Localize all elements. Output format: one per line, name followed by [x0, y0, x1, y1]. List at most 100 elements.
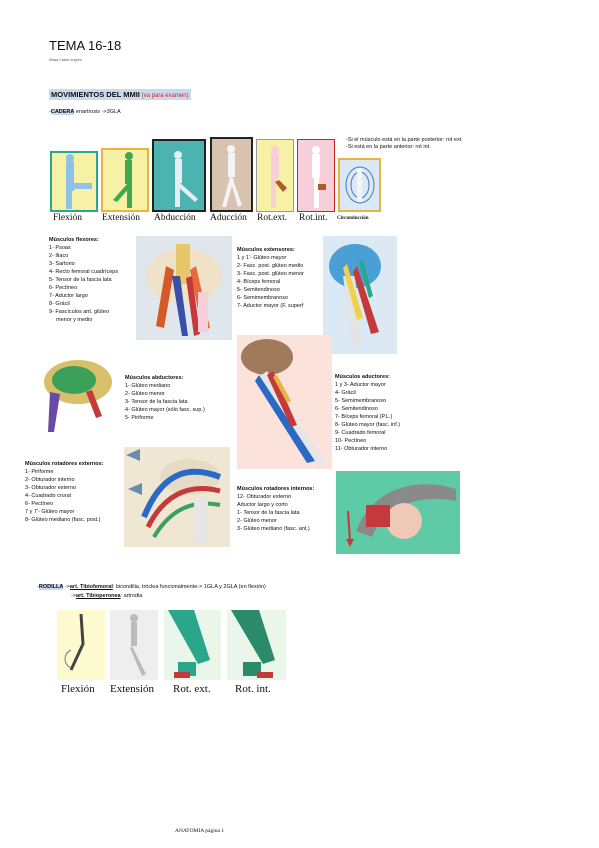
page-footer: ANATOMIA página 1: [175, 828, 225, 834]
hip-internal-rotation-figure: [297, 139, 335, 212]
rodilla-label: RODILLA: [38, 584, 64, 590]
list-item: 2- Glúteo menor: [125, 391, 165, 397]
knee-caption-extension: Extensión: [110, 683, 154, 695]
adductor-muscles-list: Músculos aductores: 1 y 3- Aductor mayor…: [335, 373, 400, 453]
flexor-muscles-illustration: [136, 236, 232, 340]
caption-abduction: Abducción: [154, 213, 196, 223]
hip-circumduction-figure: [338, 158, 381, 212]
list-item: 5- Semitendinoso: [237, 287, 280, 293]
external-rotator-heading: Músculos rotadores externos:: [25, 461, 104, 467]
rotation-note-1: -Si el músculo está en la parte posterio…: [346, 137, 462, 143]
list-item: 2- Glúteo menor: [237, 518, 277, 524]
list-item: menor y medio: [56, 317, 93, 323]
caption-flexion: Flexión: [53, 213, 83, 223]
rodilla-arrow-1: ->: [63, 584, 70, 590]
page-subtitle: Miosa Castel ocigreo: [49, 58, 82, 62]
list-item: 6- Pectíneo: [25, 501, 54, 507]
list-item: 7- Bíceps femoral (P.L.): [335, 414, 393, 420]
list-item: 6- Semimembranoso: [237, 295, 289, 301]
list-item: 6- Semitendinoso: [335, 406, 378, 412]
caption-extension: Extensión: [102, 213, 140, 223]
knee-caption-flexion: Flexión: [61, 683, 95, 695]
list-item: 1 y 3- Aductor mayor: [335, 382, 386, 388]
rodilla-line-2: ->art. Tibioperonea: artrodia: [71, 593, 142, 599]
list-item: 7 y 7'- Glúteo mayor: [25, 509, 75, 515]
list-item: 3- Sartorio: [49, 261, 75, 267]
list-item: 8- Glúteo mediano (fasc. post.): [25, 517, 101, 523]
knee-external-rotation-figure: [164, 610, 221, 680]
rodilla-line-1: -RODILLA ->art. Tibiofemoral: bicondilia…: [37, 584, 266, 590]
extensor-muscles-list: Músculos extensores: 1 y 1'- Glúteo mayo…: [237, 246, 304, 310]
list-item: 1 y 1'- Glúteo mayor: [237, 255, 287, 261]
knee-caption-internal-rotation: Rot. int.: [235, 683, 271, 695]
hip-abduction-figure: [152, 139, 206, 212]
abductor-heading: Músculos abductores:: [125, 375, 184, 381]
extensor-muscles-illustration: [323, 236, 397, 354]
rodilla-line-1-desc: : bicondilia, tróclea funcionalmente-> 1…: [112, 584, 266, 590]
list-item: 7- Aductor largo: [49, 293, 88, 299]
list-item: 5- Tensor de la fascia lata: [49, 277, 112, 283]
list-item: 4- Grácil: [335, 390, 356, 396]
caption-adduction: Aducción: [210, 213, 247, 223]
list-item: 3- Glúteo mediano (fasc. ant.): [237, 526, 310, 532]
art-tibiofemoral: art. Tibiofemoral: [69, 584, 113, 590]
list-item: Aductor largo y corto: [237, 502, 288, 508]
flexor-muscles-list: Músculos flexores: 1- Psoas 2- Iliaco 3-…: [49, 236, 118, 324]
list-item: 9- Cuadrado femoral: [335, 430, 386, 436]
abductor-muscles-illustration: [40, 352, 120, 436]
knee-flexion-figure: [57, 610, 105, 680]
list-item: 7- Aductor mayor (F. superf: [237, 303, 304, 309]
list-item: 2- Iliaco: [49, 253, 69, 259]
list-item: 2- Fasc. post. glúteo medio: [237, 263, 304, 269]
list-item: 4- Glúteo mayor (sólo fasc. sup.): [125, 407, 205, 413]
list-item: 3- Fasc. post. glúteo menor: [237, 271, 304, 277]
list-item: 12- Obturador externo: [237, 494, 292, 500]
section-heading-text: MOVIMIENTOS DEL MMII: [51, 90, 140, 99]
list-item: 4- Recto femoral cuadríceps: [49, 269, 119, 275]
list-item: 1- Psoas: [49, 245, 71, 251]
list-item: 8- Glúteo mayor (fasc. inf.): [335, 422, 401, 428]
list-item: 4- Bíceps femoral: [237, 279, 281, 285]
hip-adduction-figure: [210, 137, 253, 212]
adductor-heading: Músculos aductores:: [335, 374, 391, 380]
knee-extension-figure: [110, 610, 158, 680]
adductor-muscles-illustration: [237, 335, 332, 469]
rodilla-line-2-desc: : artrodia: [120, 593, 143, 599]
cadera-line: -CADERA enartrosis ->3GLA: [49, 109, 121, 115]
page-title: TEMA 16-18: [49, 38, 122, 53]
list-item: 4- Cuadrado crural: [25, 493, 71, 499]
list-item: 1- Tensor de la fascia lata: [237, 510, 300, 516]
internal-rotator-muscles-illustration: [336, 471, 460, 554]
list-item: 5- Semimembranoso: [335, 398, 387, 404]
internal-rotator-heading: Músculos rotadores internos:: [237, 486, 315, 492]
rotation-notes: -Si el músculo está en la parte posterio…: [346, 137, 461, 151]
list-item: 2- Obturador interno: [25, 477, 75, 483]
hip-external-rotation-figure: [256, 139, 294, 212]
cadera-desc: enartrosis ->3GLA: [74, 109, 121, 115]
hip-extension-figure: [101, 148, 149, 212]
caption-circumduction: Circunducción: [337, 216, 369, 221]
caption-internal-rotation: Rot.int.: [299, 213, 328, 223]
list-item: 10- Pectíneo: [335, 438, 367, 444]
external-rotator-muscles-list: Músculos rotadores externos: 1- Piriform…: [25, 460, 104, 524]
list-item: 3- Obturador externo: [25, 485, 77, 491]
list-item: 9- Fascículos ant. glúteo: [49, 309, 109, 315]
list-item: 6- Pectíneo: [49, 285, 78, 291]
list-item: 1- Glúteo mediano: [125, 383, 171, 389]
knee-internal-rotation-figure: [227, 610, 286, 680]
list-item: 3- Tensor de la fascia lata: [125, 399, 188, 405]
list-item: 5- Piriforme: [125, 415, 154, 421]
flexor-heading: Músculos flexores:: [49, 237, 99, 243]
section-heading: MOVIMIENTOS DEL MMII (va para examen): [49, 89, 191, 100]
external-rotator-muscles-illustration: [124, 447, 230, 547]
abductor-muscles-list: Músculos abductores: 1- Glúteo mediano 2…: [125, 374, 205, 422]
cadera-label: CADERA: [50, 109, 75, 115]
caption-external-rotation: Rot.ext.: [257, 213, 288, 223]
art-tibioperonea: art. Tibioperonea: [76, 593, 121, 599]
extensor-heading: Músculos extensores:: [237, 247, 295, 253]
list-item: 1- Piriforme: [25, 469, 54, 475]
section-heading-note: (va para examen): [139, 93, 189, 99]
list-item: 8- Grácil: [49, 301, 70, 307]
hip-flexion-figure: [50, 151, 98, 212]
rotation-note-2: -Si está en la parte anterior: rot int: [346, 144, 430, 150]
